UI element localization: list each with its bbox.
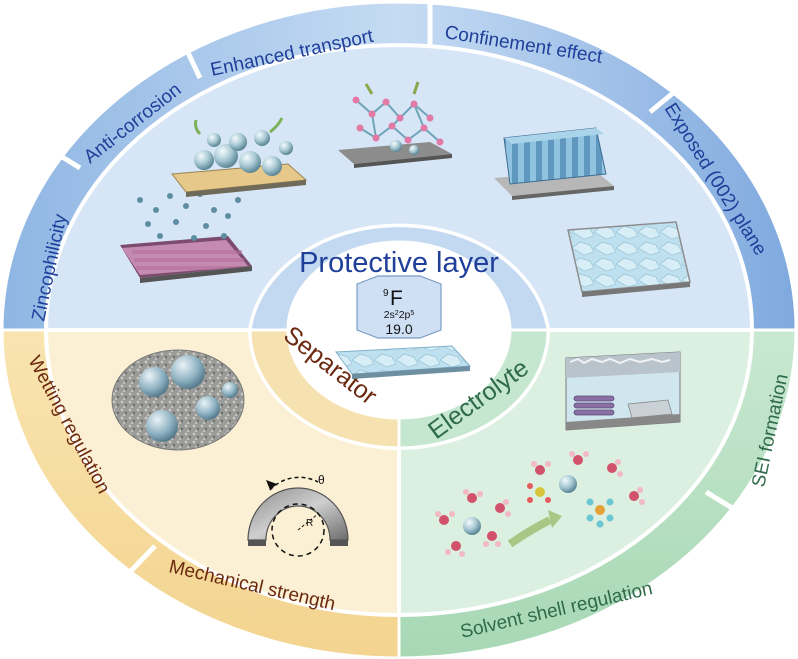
electron-config: 2s22p5 bbox=[384, 309, 415, 321]
outer-band-dividers bbox=[46, 3, 744, 576]
zincophilicity-illustration bbox=[120, 191, 252, 283]
element-symbol: F bbox=[390, 287, 403, 310]
radius-label: R bbox=[306, 518, 313, 529]
mechanical-strength-illustration: θ R bbox=[247, 473, 349, 557]
atomic-mass: 19.0 bbox=[385, 321, 412, 337]
confinement-effect-illustration bbox=[494, 127, 614, 200]
element-number: 9 bbox=[383, 288, 389, 299]
anti-corrosion-illustration bbox=[171, 117, 308, 197]
theta-label: θ bbox=[318, 473, 325, 487]
fluorine-element-card: 9 F 2s22p5 19.0 bbox=[356, 275, 442, 339]
sei-formation-illustration bbox=[565, 351, 681, 431]
exposed-002-plane-illustration bbox=[567, 221, 691, 297]
enhanced-transport-illustration bbox=[338, 81, 452, 168]
solvent-shell-illustration bbox=[435, 451, 645, 557]
center-plate-illustration bbox=[335, 345, 472, 379]
element-hexagon bbox=[356, 275, 442, 339]
wetting-regulation-illustration bbox=[111, 349, 245, 451]
inner-ring-green bbox=[397, 328, 550, 450]
title-protective-layer: Protective layer bbox=[299, 247, 499, 279]
